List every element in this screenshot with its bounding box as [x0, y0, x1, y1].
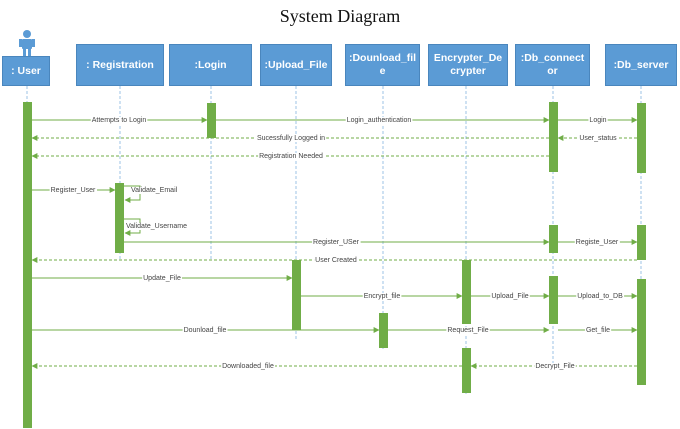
message-label-backing — [142, 275, 182, 282]
message-label-validate-username: Validate_Username — [126, 223, 187, 230]
activation-registration — [115, 183, 124, 253]
message-label-backing — [182, 327, 228, 334]
participant-db-connector-label: :Db_connect or — [520, 52, 585, 77]
message-label-backing — [345, 117, 413, 124]
message-label-backing — [534, 363, 576, 370]
message-label-user-status: User_status — [579, 135, 617, 142]
activation-user — [23, 102, 32, 428]
participant-encrypter-decrypter-label: Encrypter_De crypter — [433, 52, 503, 77]
activation-login — [207, 103, 216, 138]
participant-upload-file: :Upload_File — [260, 44, 332, 86]
participant-login: :Login — [169, 44, 252, 86]
activation-encrypter-download — [462, 348, 471, 393]
participant-db-connector: :Db_connect or — [515, 44, 590, 86]
message-label-backing — [584, 327, 612, 334]
message-label-login: Login — [589, 117, 606, 124]
message-label-upload-to-db: Upload_to_DB — [577, 293, 623, 300]
message-label-backing — [312, 239, 361, 246]
message-label-registe-user: Registe_User — [576, 239, 619, 246]
message-label-register-user-db: Register_USer — [313, 239, 360, 246]
participant-encrypter-decrypter: Encrypter_De crypter — [428, 44, 508, 86]
message-label-encrypt-file: Encrypt_file — [364, 293, 401, 300]
participant-upload-file-label: :Upload_File — [264, 58, 328, 71]
participant-user-label: : User — [11, 64, 41, 77]
participant-db-server: :Db_server — [605, 44, 677, 86]
message-label-request-file: Request_File — [447, 327, 488, 334]
activation-db-server-upload — [637, 279, 646, 385]
message-label-backing — [588, 117, 608, 124]
message-label-backing — [258, 153, 325, 160]
activation-download-file — [379, 313, 388, 348]
activation-upload-file — [292, 260, 301, 330]
message-label-backing — [125, 223, 189, 230]
message-label-upload-file: Upload_File — [491, 293, 528, 300]
message-label-user-created: User Created — [315, 257, 357, 264]
message-label-get-file: Get_file — [586, 327, 610, 334]
participant-download-file: :Dounload_fil e — [345, 44, 420, 86]
activation-db-connector-register — [549, 225, 558, 253]
message-label-backing — [314, 257, 358, 264]
message-label-register-user: Register_User — [51, 187, 96, 194]
activation-db-connector-login — [549, 102, 558, 172]
activation-db-server-register — [637, 225, 646, 260]
diagram-title: System Diagram — [279, 6, 401, 26]
participant-user: : User — [2, 56, 50, 86]
message-label-backing — [574, 239, 620, 246]
message-label-attempts-to-login: Attempts to Login — [92, 117, 147, 124]
message-label-backing — [255, 135, 327, 142]
activation-db-connector-upload — [549, 276, 558, 324]
message-label-backing — [490, 293, 530, 300]
participant-login-label: :Login — [194, 58, 227, 71]
participant-registration: : Registration — [76, 44, 164, 86]
message-label-backing — [221, 363, 275, 370]
message-label-validate-email: Validate_Email — [131, 187, 178, 194]
message-label-download-file: Dounload_file — [184, 327, 227, 334]
participant-download-file-label: :Dounload_fil e — [348, 52, 417, 77]
message-label-backing — [446, 327, 490, 334]
activation-db-server-login — [637, 103, 646, 173]
participant-db-server-label: :Db_server — [613, 58, 669, 71]
message-label-backing — [49, 187, 98, 194]
message-label-downloaded-file: Downloaded_file — [222, 363, 274, 370]
message-label-backing — [130, 187, 179, 194]
participant-registration-label: : Registration — [86, 58, 154, 71]
message-label-backing — [362, 293, 402, 300]
activation-encrypter-upload — [462, 260, 471, 324]
message-label-successfully-logged-in: Sucessfully Logged in — [257, 135, 325, 142]
message-label-login-authentication: Login_authentication — [347, 117, 412, 124]
message-label-update-file: Update_File — [143, 275, 181, 282]
person-icon — [19, 30, 35, 56]
message-label-backing — [90, 117, 148, 124]
message-label-decrypt-file: Decrypt_File — [535, 363, 574, 370]
message-label-backing — [578, 135, 619, 142]
message-label-backing — [576, 293, 625, 300]
message-label-registration-needed: Registration Needed — [259, 153, 323, 160]
